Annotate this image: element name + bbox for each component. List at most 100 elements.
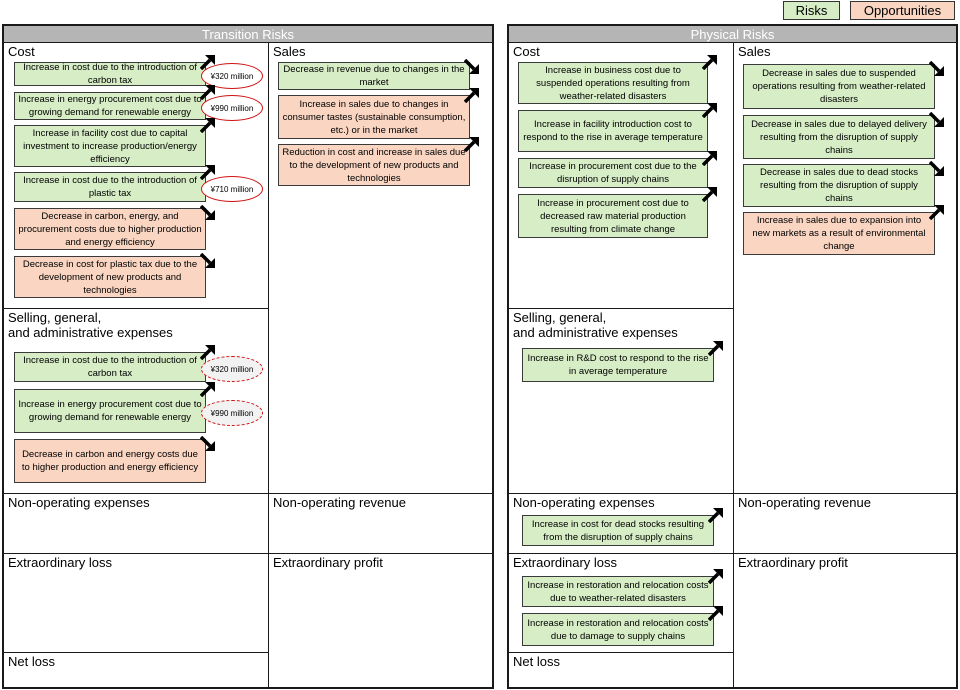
transition-sales-item: Decrease in revenue due to changes in th… — [278, 62, 470, 90]
item-text: Increase in procurement cost due to decr… — [537, 197, 689, 235]
physical-cost-item: Increase in business cost due to suspend… — [518, 62, 708, 104]
arrow-up-right-icon — [708, 606, 723, 621]
transition-cost-item: Decrease in cost for plastic tax due to … — [14, 256, 206, 298]
arrow-up-right-icon — [200, 382, 215, 397]
transition-extra-profit-cell: Extraordinary profit — [268, 553, 493, 688]
transition-sales-item: Increase in sales due to changes in cons… — [278, 95, 470, 139]
transition-non-op-revenue-title: Non-operating revenue — [273, 495, 406, 510]
item-text: Decrease in sales due to suspended opera… — [752, 68, 926, 105]
physical-extra-loss-item: Increase in restoration and relocation c… — [522, 613, 714, 646]
legend-risks: Risks — [783, 1, 840, 20]
physical-cost-item: Increase in facility introduction cost t… — [518, 110, 708, 152]
transition-extra-profit-title: Extraordinary profit — [273, 555, 383, 570]
physical-net-loss-title: Net loss — [513, 654, 560, 669]
arrow-up-right-icon — [708, 569, 723, 584]
transition-extra-loss-cell: Extraordinary loss — [3, 553, 269, 653]
transition-sales-title: Sales — [273, 44, 306, 59]
arrow-up-right-icon — [702, 55, 717, 70]
arrow-down-right-icon — [464, 59, 479, 74]
amount-oval: ¥320 million — [201, 63, 263, 89]
physical-sales-title: Sales — [738, 44, 771, 59]
physical-sga-cell: Selling, general, and administrative exp… — [508, 308, 734, 494]
item-text: Increase in cost due to the introduction… — [23, 355, 197, 379]
amount-oval: ¥320 million — [201, 356, 263, 382]
physical-sales-item: Decrease in sales due to suspended opera… — [743, 64, 935, 109]
physical-sga-title: Selling, general, and administrative exp… — [513, 310, 678, 340]
arrow-up-right-icon — [464, 88, 479, 103]
transition-non-op-revenue-cell: Non-operating revenue — [268, 493, 493, 554]
arrow-up-right-icon — [708, 341, 723, 356]
arrow-up-right-icon — [200, 345, 215, 360]
item-text: Increase in business cost due to suspend… — [536, 64, 690, 102]
arrow-up-right-icon — [702, 103, 717, 118]
transition-cost-title: Cost — [8, 44, 35, 59]
physical-sales-item: Increase in sales due to expansion into … — [743, 212, 935, 255]
physical-non-op-revenue-title: Non-operating revenue — [738, 495, 871, 510]
item-text: Increase in sales due to changes in cons… — [282, 98, 466, 136]
physical-sga-item: Increase in R&D cost to respond to the r… — [522, 348, 714, 382]
transition-cost-item: Increase in facility cost due to capital… — [14, 125, 206, 167]
arrow-up-right-icon — [708, 508, 723, 523]
transition-cost-item: Decrease in carbon, energy, and procurem… — [14, 208, 206, 250]
item-text: Increase in facility introduction cost t… — [523, 119, 703, 143]
physical-non-op-revenue-cell: Non-operating revenue — [733, 493, 957, 554]
transition-sga-title: Selling, general, and administrative exp… — [8, 310, 173, 340]
item-text: Increase in cost due to the introduction… — [23, 175, 197, 199]
transition-non-op-expenses-cell: Non-operating expenses — [3, 493, 269, 554]
transition-sga-item: Increase in energy procurement cost due … — [14, 389, 206, 433]
transition-cost-item: Increase in energy procurement cost due … — [14, 92, 206, 120]
amount-oval: ¥990 million — [201, 400, 263, 426]
item-text: Increase in sales due to expansion into … — [752, 215, 926, 252]
transition-sga-cell: Selling, general, and administrative exp… — [3, 308, 269, 494]
transition-net-loss-cell: Net loss — [3, 652, 269, 688]
item-text: Increase in energy procurement cost due … — [18, 94, 202, 118]
transition-extra-loss-title: Extraordinary loss — [8, 555, 113, 570]
item-text: Decrease in carbon, energy, and procurem… — [18, 210, 202, 248]
arrow-down-right-icon — [929, 61, 944, 76]
arrow-up-right-icon — [200, 85, 215, 100]
item-text: Increase in cost for dead stocks resulti… — [531, 518, 705, 543]
arrow-up-right-icon — [200, 165, 215, 180]
item-text: Decrease in sales due to dead stocks res… — [760, 167, 918, 204]
arrow-down-right-icon — [929, 112, 944, 127]
transition-sga-item: Increase in cost due to the introduction… — [14, 352, 206, 382]
transition-non-op-expenses-title: Non-operating expenses — [8, 495, 150, 510]
arrow-down-right-icon — [200, 436, 215, 451]
physical-extra-loss-title: Extraordinary loss — [513, 555, 618, 570]
amount-oval: ¥710 million — [201, 176, 263, 202]
transition-cost-item: Increase in cost due to the introduction… — [14, 62, 206, 86]
item-text: Increase in energy procurement cost due … — [18, 399, 202, 423]
item-text: Increase in R&D cost to respond to the r… — [527, 353, 709, 377]
physical-net-loss-cell: Net loss — [508, 652, 734, 688]
legend-opportunities: Opportunities — [850, 1, 955, 20]
physical-cost-title: Cost — [513, 44, 540, 59]
item-text: Increase in restoration and relocation c… — [527, 579, 709, 604]
physical-extra-profit-title: Extraordinary profit — [738, 555, 848, 570]
physical-cost-item: Increase in procurement cost due to decr… — [518, 194, 708, 238]
transition-sga-item: Decrease in carbon and energy costs due … — [14, 439, 206, 483]
item-text: Increase in facility cost due to capital… — [23, 127, 197, 165]
arrow-up-right-icon — [702, 187, 717, 202]
transition-risks-title: Transition Risks — [4, 26, 492, 43]
arrow-up-right-icon — [464, 137, 479, 152]
arrow-up-right-icon — [929, 205, 944, 220]
arrow-down-right-icon — [929, 161, 944, 176]
amount-oval: ¥990 million — [201, 95, 263, 121]
arrow-down-right-icon — [200, 253, 215, 268]
arrow-up-right-icon — [200, 55, 215, 70]
item-text: Decrease in carbon and energy costs due … — [21, 449, 199, 473]
arrow-up-right-icon — [702, 151, 717, 166]
physical-sales-cell: Sales — [733, 42, 957, 494]
physical-cost-item: Increase in procurement cost due to the … — [518, 158, 708, 188]
item-text: Increase in cost due to the introduction… — [23, 62, 197, 86]
arrow-down-right-icon — [200, 205, 215, 220]
transition-cost-item: Increase in cost due to the introduction… — [14, 172, 206, 202]
item-text: Decrease in sales due to delayed deliver… — [751, 118, 927, 156]
physical-sales-item: Decrease in sales due to dead stocks res… — [743, 164, 935, 207]
physical-extra-loss-item: Increase in restoration and relocation c… — [522, 576, 714, 607]
physical-non-op-expenses-title: Non-operating expenses — [513, 495, 655, 510]
item-text: Decrease in revenue due to changes in th… — [283, 64, 465, 88]
item-text: Increase in restoration and relocation c… — [527, 617, 709, 642]
transition-net-loss-title: Net loss — [8, 654, 55, 669]
physical-sales-item: Decrease in sales due to delayed deliver… — [743, 115, 935, 159]
